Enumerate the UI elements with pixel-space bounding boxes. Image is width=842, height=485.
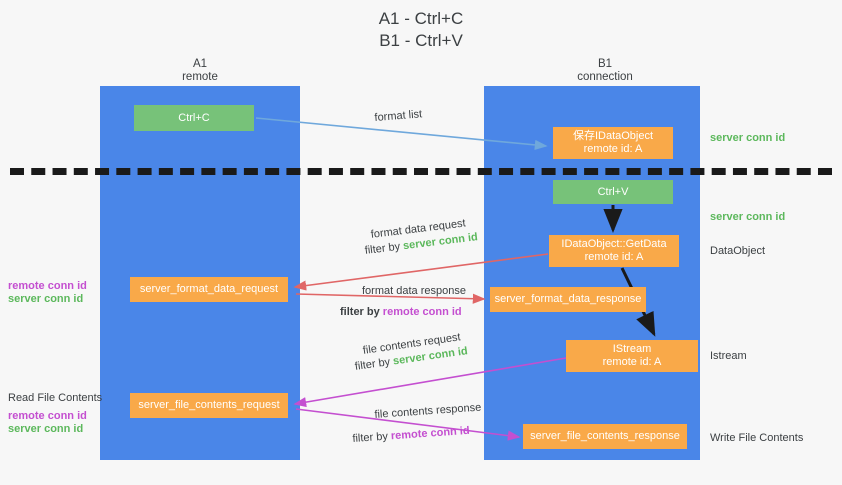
edge-label-format-list-text: format list <box>374 108 423 124</box>
edge-label-format-data-response-text: format data response <box>362 285 466 297</box>
node-idataobject-getdata[interactable]: IDataObject::GetData remote id: A <box>549 235 679 267</box>
node-server-format-data-response-label: server_format_data_response <box>494 293 642 305</box>
node-server-file-contents-response-label: server_file_contents_response <box>530 430 680 442</box>
annotation-read-file-contents: Read File Contents <box>8 392 103 404</box>
arrow-format-list <box>255 117 548 151</box>
arrow-file-contents-response <box>295 408 521 441</box>
edge-filter-prefix: filter by <box>340 306 383 318</box>
annotation-remote-conn-id-1: remote conn id <box>8 280 87 292</box>
node-server-format-data-request[interactable]: server_format_data_request <box>130 277 288 302</box>
column-header-b1-name: B1 <box>597 58 613 70</box>
title-line-1: A1 - Ctrl+C <box>378 9 464 28</box>
node-server-file-contents-response[interactable]: server_file_contents_response <box>523 424 687 449</box>
annotation-conn-ids-bottom: remote conn id server conn id <box>8 410 87 436</box>
edge-filter-value-remote-conn-id: remote conn id <box>382 306 462 318</box>
node-istream-remote-id: remote id: A <box>602 356 662 368</box>
node-ctrl-v-label: Ctrl+V <box>597 185 629 198</box>
node-idataobject[interactable]: 保存IDataObject remote id: A <box>553 127 673 159</box>
annotation-istream: Istream <box>710 350 747 362</box>
edge-filter-format-data-response: filter by remote conn id <box>340 305 462 319</box>
column-header-b1: B1 connection <box>540 58 670 84</box>
node-istream[interactable]: IStream remote id: A <box>566 340 698 372</box>
node-ctrl-v[interactable]: Ctrl+V <box>553 180 673 204</box>
annotation-remote-conn-id-2: remote conn id <box>8 410 87 422</box>
annotation-server-conn-id-mid: server conn id <box>710 211 786 223</box>
node-server-file-contents-request[interactable]: server_file_contents_request <box>130 393 288 418</box>
node-ctrl-c[interactable]: Ctrl+C <box>134 105 254 131</box>
node-getdata-title: IDataObject::GetData <box>561 238 667 250</box>
annotation-server-conn-id-top: server conn id <box>710 132 786 144</box>
arrow-format-data-request <box>293 253 549 291</box>
phase-separator-line <box>10 168 832 175</box>
edge-label-format-data-response: format data response <box>362 284 466 298</box>
column-header-a1-sub: remote <box>182 71 218 83</box>
annotation-server-conn-id-2: server conn id <box>8 423 84 435</box>
node-server-format-data-response[interactable]: server_format_data_response <box>490 287 646 312</box>
column-header-b1-sub: connection <box>577 71 633 83</box>
node-ctrl-c-label: Ctrl+C <box>178 111 210 124</box>
annotation-dataobject: DataObject <box>710 245 766 257</box>
node-server-file-contents-request-label: server_file_contents_request <box>138 399 280 411</box>
node-idataobject-title: 保存IDataObject <box>572 130 654 142</box>
page-title: A1 - Ctrl+C B1 - Ctrl+V <box>0 8 842 52</box>
arrow-format-data-response <box>295 293 486 304</box>
node-istream-title: IStream <box>612 343 652 355</box>
column-header-a1-name: A1 <box>192 58 208 70</box>
edge-filter-prefix: filter by <box>352 430 392 445</box>
node-server-format-data-request-label: server_format_data_request <box>139 283 279 295</box>
title-line-2: B1 - Ctrl+V <box>379 31 463 50</box>
node-getdata-remote-id: remote id: A <box>584 251 644 263</box>
column-header-a1: A1 remote <box>140 58 260 84</box>
arrow-file-contents-request <box>293 357 567 408</box>
annotation-server-conn-id-1: server conn id <box>8 293 84 305</box>
annotation-conn-ids-top: remote conn id server conn id <box>8 280 87 306</box>
annotation-write-file-contents: Write File Contents <box>710 432 804 444</box>
node-idataobject-remote-id: remote id: A <box>583 143 643 155</box>
